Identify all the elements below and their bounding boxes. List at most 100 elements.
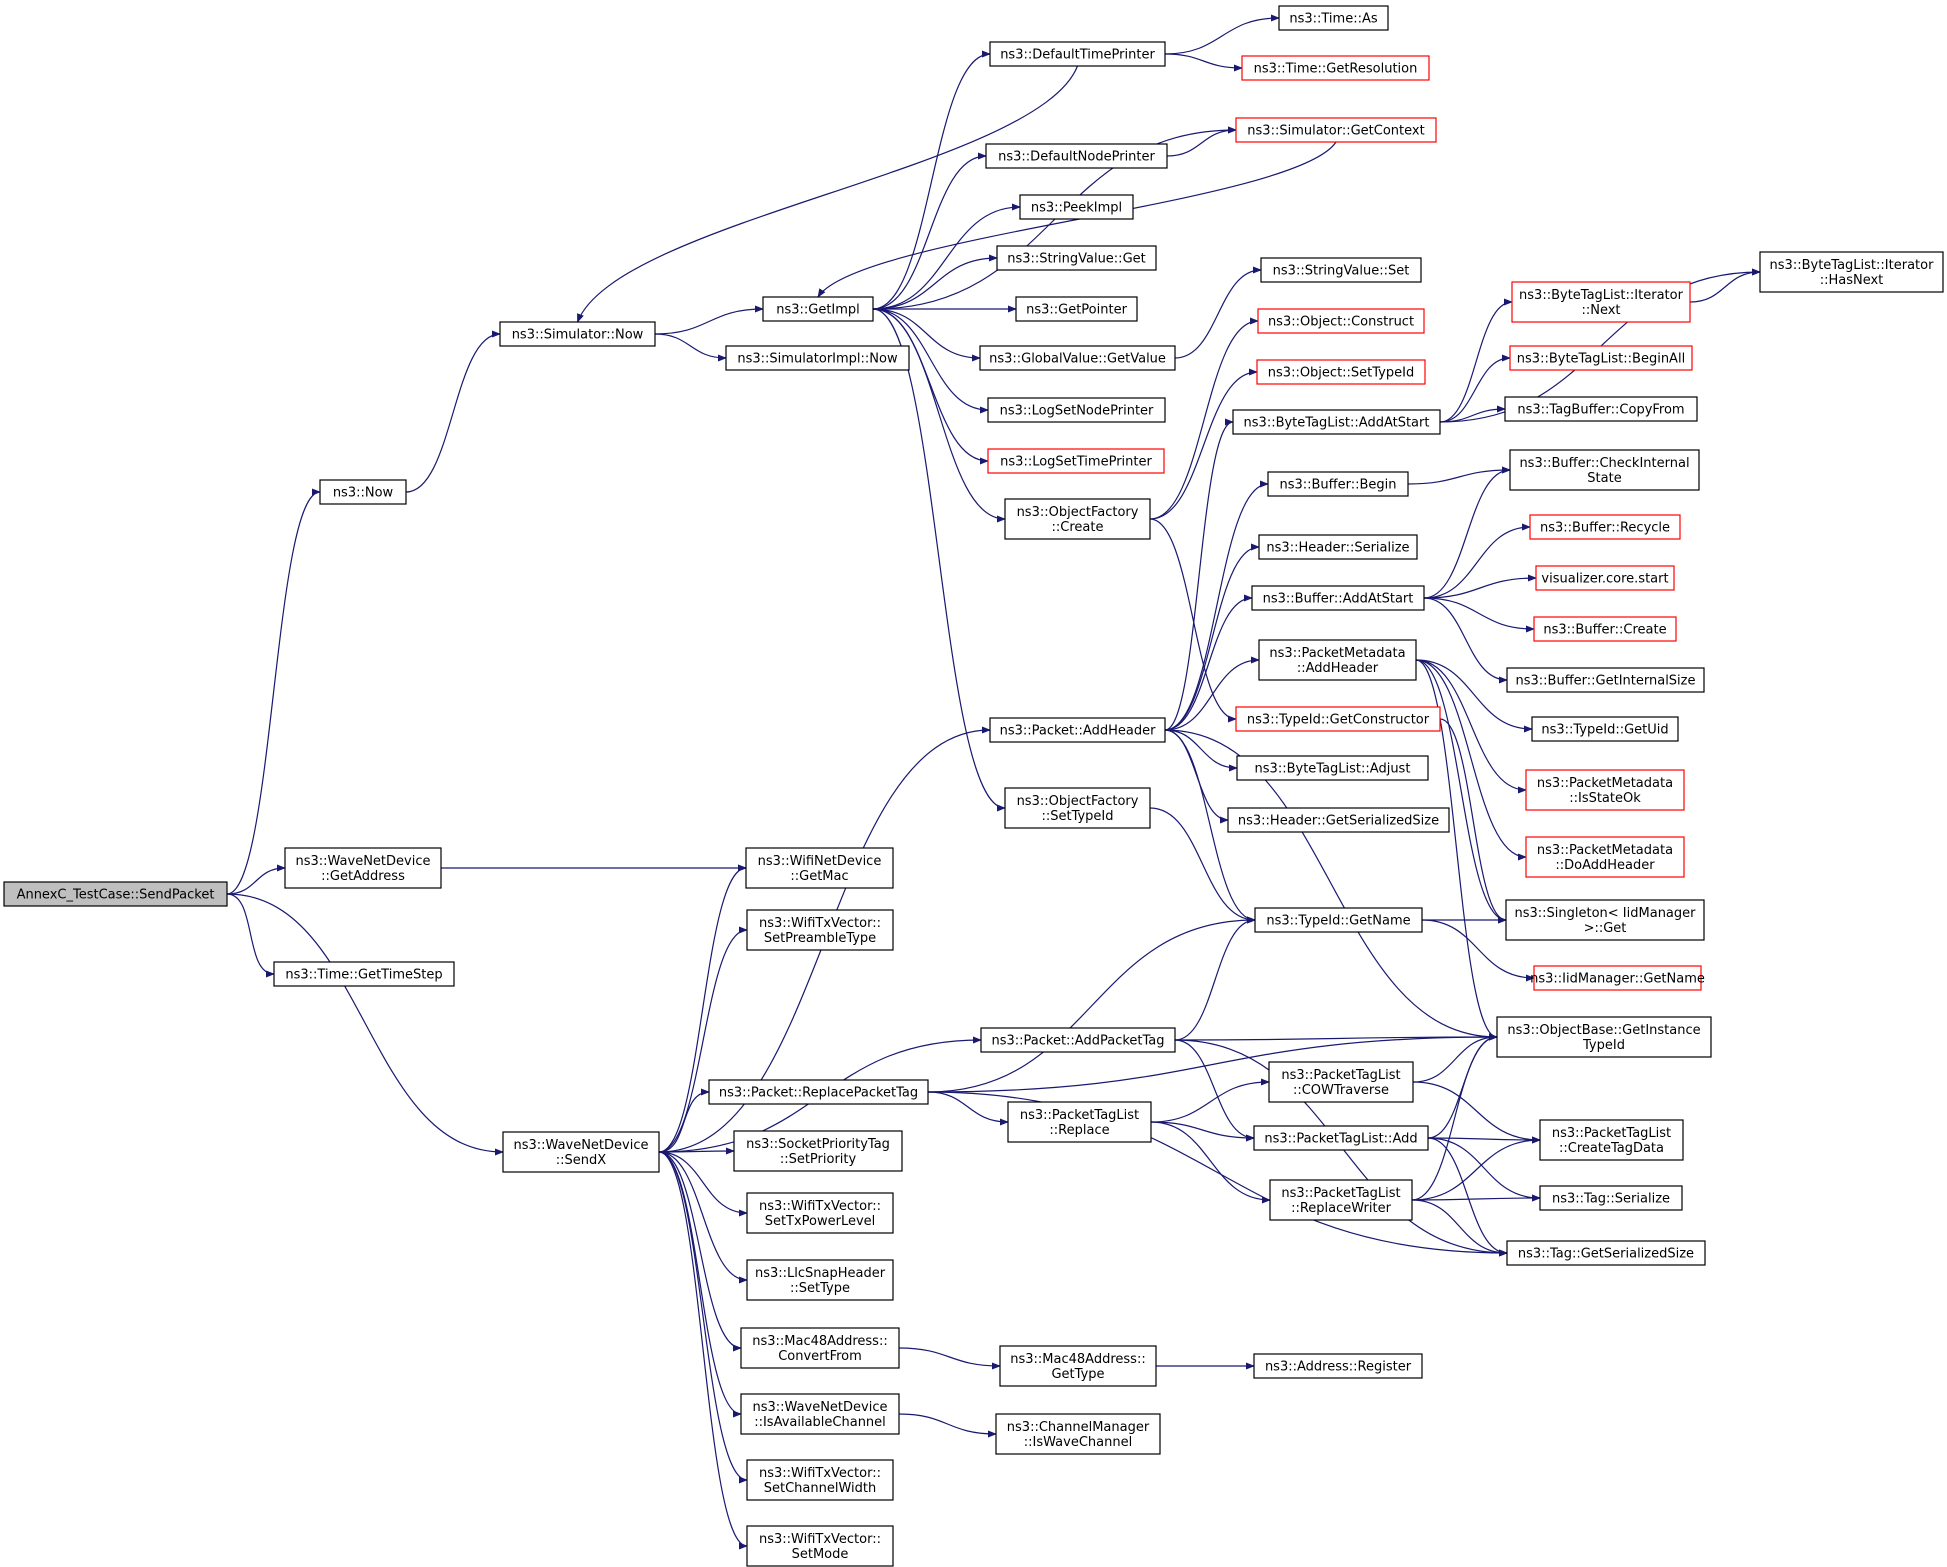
- node-root[interactable]: AnnexC_TestCase::SendPacket: [3, 881, 228, 907]
- node-label: ns3::Buffer::AddAtStart: [1263, 592, 1414, 607]
- edge-bufaddatstart-to-bufcheck: [1423, 466, 1511, 599]
- node-now[interactable]: ns3::Now: [319, 479, 407, 505]
- edge-now-to-simnow: [405, 330, 501, 493]
- node-wndsendx[interactable]: ns3::WaveNetDevice::SendX: [502, 1131, 660, 1173]
- node-bufcreate[interactable]: ns3::Buffer::Create: [1533, 616, 1677, 642]
- node-bufaddatstart[interactable]: ns3::Buffer::AddAtStart: [1251, 585, 1425, 611]
- node-addrregister[interactable]: ns3::Address::Register: [1253, 1353, 1423, 1379]
- node-label: ::Next: [1581, 303, 1620, 318]
- node-strvalset[interactable]: ns3::StringValue::Set: [1260, 257, 1422, 283]
- node-strvalget[interactable]: ns3::StringValue::Get: [996, 245, 1157, 271]
- node-defnp[interactable]: ns3::DefaultNodePrinter: [985, 143, 1168, 169]
- node-bufgetinternal[interactable]: ns3::Buffer::GetInternalSize: [1506, 667, 1705, 693]
- node-label: SetMode: [792, 1547, 849, 1562]
- node-label: ns3::WifiTxVector::: [759, 1199, 881, 1214]
- node-tagbufcopy[interactable]: ns3::TagBuffer::CopyFrom: [1504, 396, 1698, 422]
- node-ptlrepwriter[interactable]: ns3::PacketTagList::ReplaceWriter: [1269, 1179, 1413, 1221]
- node-wifigetmac[interactable]: ns3::WifiNetDevice::GetMac: [745, 847, 894, 889]
- node-timeas[interactable]: ns3::Time::As: [1278, 5, 1389, 31]
- node-bufbegin[interactable]: ns3::Buffer::Begin: [1267, 471, 1409, 497]
- edge-deftp-to-timegetres: [1164, 53, 1243, 72]
- node-ptlcreatetag[interactable]: ns3::PacketTagList::CreateTagData: [1539, 1119, 1684, 1161]
- node-tidgetname[interactable]: ns3::TypeId::GetName: [1254, 907, 1423, 933]
- node-llcsettype[interactable]: ns3::LlcSnapHeader::SetType: [746, 1259, 894, 1301]
- node-btladdatstart[interactable]: ns3::ByteTagList::AddAtStart: [1232, 409, 1441, 435]
- node-label: ns3::DefaultNodePrinter: [998, 150, 1155, 165]
- node-label: >::Get: [1584, 921, 1627, 936]
- node-objconstruct[interactable]: ns3::Object::Construct: [1257, 308, 1425, 334]
- node-peekimpl[interactable]: ns3::PeekImpl: [1019, 194, 1134, 220]
- node-pmaddheader[interactable]: ns3::PacketMetadata::AddHeader: [1258, 639, 1417, 681]
- edge-wndsendx-to-wifisettxpower: [658, 1151, 748, 1217]
- node-btlbeginall[interactable]: ns3::ByteTagList::BeginAll: [1509, 345, 1693, 371]
- node-simimplnow[interactable]: ns3::SimulatorImpl::Now: [725, 345, 910, 371]
- node-ofcreate[interactable]: ns3::ObjectFactory::Create: [1004, 498, 1151, 540]
- node-tidgetctor[interactable]: ns3::TypeId::GetConstructor: [1235, 706, 1441, 732]
- node-ptladd[interactable]: ns3::PacketTagList::Add: [1253, 1125, 1429, 1151]
- node-bufrecycle[interactable]: ns3::Buffer::Recycle: [1529, 514, 1681, 540]
- node-label: ::ReplaceWriter: [1291, 1201, 1392, 1216]
- node-iidgetname[interactable]: ns3::IidManager::GetName: [1530, 965, 1705, 991]
- node-label: ns3::Object::SetTypeId: [1268, 366, 1414, 381]
- node-hdrgetsersize[interactable]: ns3::Header::GetSerializedSize: [1227, 807, 1450, 833]
- node-pmisstateok[interactable]: ns3::PacketMetadata::IsStateOk: [1525, 769, 1685, 811]
- node-objsettypeid[interactable]: ns3::Object::SetTypeId: [1256, 359, 1426, 385]
- node-wifisetpreamble[interactable]: ns3::WifiTxVector::SetPreambleType: [746, 909, 894, 951]
- node-simnow[interactable]: ns3::Simulator::Now: [499, 321, 656, 347]
- node-chmgriswave[interactable]: ns3::ChannelManager::IsWaveChannel: [995, 1413, 1161, 1455]
- node-label: ns3::ByteTagList::Adjust: [1255, 762, 1411, 777]
- node-timegetres[interactable]: ns3::Time::GetResolution: [1241, 55, 1430, 81]
- node-vizstart[interactable]: visualizer.core.start: [1535, 565, 1675, 591]
- node-label: ns3::TypeId::GetUid: [1541, 723, 1668, 738]
- node-box: [987, 397, 1166, 423]
- node-gvgetvalue[interactable]: ns3::GlobalValue::GetValue: [979, 345, 1176, 371]
- node-hdrserialize[interactable]: ns3::Header::Serialize: [1258, 534, 1418, 560]
- edge-pktreplacepkttag-to-objbasegetinst: [927, 1033, 1498, 1093]
- node-getimpl[interactable]: ns3::GetImpl: [762, 296, 874, 322]
- node-box: [1531, 716, 1679, 742]
- node-label: ns3::StringValue::Get: [1007, 252, 1145, 267]
- node-timegetstep[interactable]: ns3::Time::GetTimeStep: [273, 961, 455, 987]
- node-box: [1268, 1061, 1414, 1103]
- node-wifisetmode[interactable]: ns3::WifiTxVector::SetMode: [746, 1525, 894, 1567]
- node-macgettype[interactable]: ns3::Mac48Address::GetType: [999, 1345, 1157, 1387]
- node-wifisettxpower[interactable]: ns3::WifiTxVector::SetTxPowerLevel: [746, 1192, 894, 1234]
- node-logsetnp[interactable]: ns3::LogSetNodePrinter: [987, 397, 1166, 423]
- node-pktaddheader[interactable]: ns3::Packet::AddHeader: [989, 717, 1166, 743]
- node-box: [746, 1459, 894, 1501]
- node-ptlreplace[interactable]: ns3::PacketTagList::Replace: [1007, 1101, 1152, 1143]
- edge-bufaddatstart-to-vizstart: [1423, 574, 1537, 599]
- node-tagserialize[interactable]: ns3::Tag::Serialize: [1539, 1185, 1683, 1211]
- node-label: ns3::WaveNetDevice: [752, 1400, 887, 1415]
- node-btlitnext[interactable]: ns3::ByteTagList::Iterator::Next: [1511, 281, 1691, 323]
- node-wndgetaddr[interactable]: ns3::WaveNetDevice::GetAddress: [284, 847, 442, 889]
- node-ptlcow[interactable]: ns3::PacketTagList::COWTraverse: [1268, 1061, 1414, 1103]
- node-sockprioset[interactable]: ns3::SocketPriorityTag::SetPriority: [733, 1130, 903, 1172]
- node-tidgetuid[interactable]: ns3::TypeId::GetUid: [1531, 716, 1679, 742]
- node-btladjust[interactable]: ns3::ByteTagList::Adjust: [1236, 755, 1429, 781]
- node-box: [502, 1131, 660, 1173]
- node-btlithasnext[interactable]: ns3::ByteTagList::Iterator::HasNext: [1759, 251, 1944, 293]
- node-ofsettypeid[interactable]: ns3::ObjectFactory::SetTypeId: [1004, 787, 1151, 829]
- node-taggetsersize[interactable]: ns3::Tag::GetSerializedSize: [1506, 1240, 1706, 1266]
- node-singletonget[interactable]: ns3::Singleton< IidManager>::Get: [1505, 899, 1705, 941]
- node-box: [733, 1130, 903, 1172]
- node-deftp[interactable]: ns3::DefaultTimePrinter: [989, 41, 1166, 67]
- node-getpointer[interactable]: ns3::GetPointer: [1015, 296, 1138, 322]
- node-simgetctx[interactable]: ns3::Simulator::GetContext: [1235, 117, 1437, 143]
- node-pktaddpkttag[interactable]: ns3::Packet::AddPacketTag: [980, 1027, 1176, 1053]
- node-pmdoaddheader[interactable]: ns3::PacketMetadata::DoAddHeader: [1525, 836, 1685, 878]
- node-pktreplacepkttag[interactable]: ns3::Packet::ReplacePacketTag: [708, 1079, 929, 1105]
- node-label: ns3::Time::GetResolution: [1254, 62, 1418, 77]
- node-label: ns3::ByteTagList::AddAtStart: [1244, 416, 1430, 431]
- node-box: [1267, 471, 1409, 497]
- node-wifisetwidth[interactable]: ns3::WifiTxVector::SetChannelWidth: [746, 1459, 894, 1501]
- node-label: ns3::ByteTagList::Iterator: [1519, 288, 1684, 303]
- node-macconvert[interactable]: ns3::Mac48Address::ConvertFrom: [740, 1327, 900, 1369]
- node-wndisavail[interactable]: ns3::WaveNetDevice::IsAvailableChannel: [740, 1393, 900, 1435]
- node-logsettp[interactable]: ns3::LogSetTimePrinter: [987, 448, 1165, 474]
- node-label: ::GetMac: [790, 869, 848, 884]
- edge-ptlrepwriter-to-ptlcreatetag: [1411, 1136, 1541, 1201]
